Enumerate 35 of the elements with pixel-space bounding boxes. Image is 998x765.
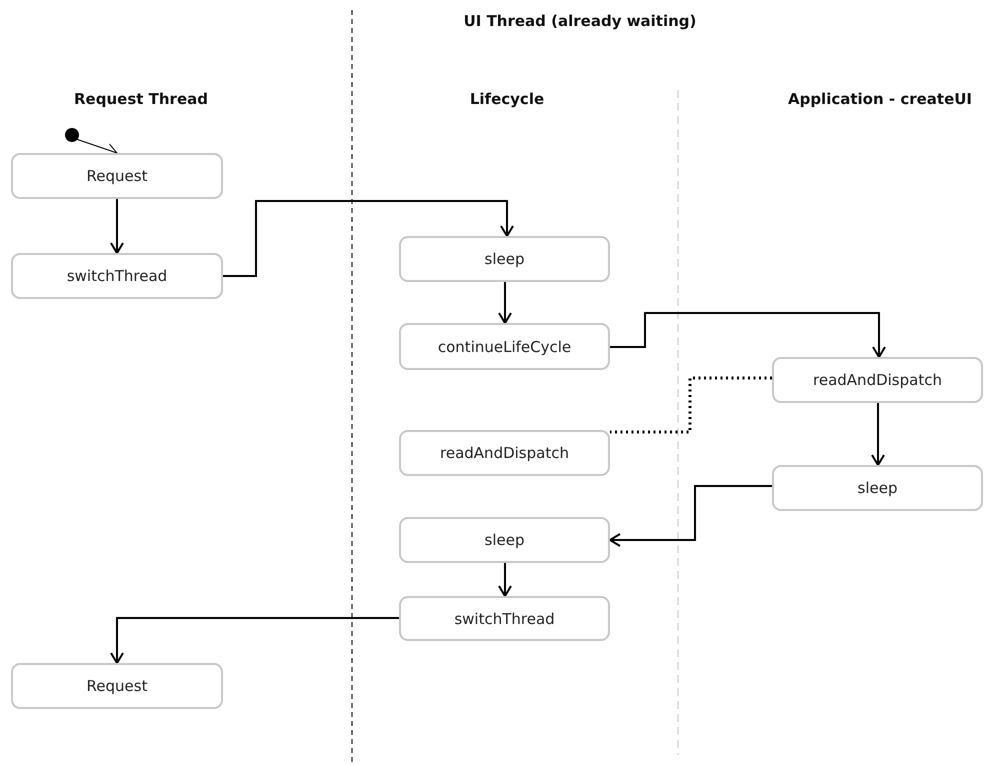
activity-label: continueLifeCycle [438, 338, 572, 356]
lane-heading: Lifecycle [470, 90, 544, 108]
arrow [610, 312, 886, 358]
activity-box [399, 596, 610, 641]
activity-box [11, 153, 223, 199]
arrow [223, 200, 514, 277]
start-dot [65, 128, 79, 142]
arrow [76, 138, 118, 156]
activity-box [11, 663, 223, 709]
activity-box [11, 253, 223, 299]
activity-label: sleep [858, 479, 898, 497]
activity-label: switchThread [454, 610, 555, 628]
arrow [498, 282, 512, 324]
arrow [110, 199, 124, 254]
activity-label: readAndDispatch [813, 371, 942, 389]
activity-label: sleep [484, 250, 524, 268]
arrow [110, 617, 399, 664]
activity-box [399, 323, 610, 370]
activity-box [772, 357, 983, 403]
activity-box [399, 517, 610, 563]
arrow [609, 485, 772, 547]
activity-label: switchThread [66, 267, 168, 285]
activity-box [399, 236, 610, 282]
activity-box [399, 430, 610, 476]
lane-heading: Request Thread [74, 90, 208, 108]
arrow [871, 403, 885, 466]
group-heading: UI Thread (already waiting) [464, 12, 696, 30]
activity-label: readAndDispatch [440, 444, 569, 462]
activity-label: sleep [484, 531, 524, 549]
activity-label: Request [86, 677, 148, 695]
activity-label: Request [86, 167, 148, 185]
activity-box [772, 465, 983, 511]
arrow [498, 563, 512, 597]
dotted-connector [610, 376, 772, 434]
lane-heading: Application - createUI [788, 90, 972, 108]
